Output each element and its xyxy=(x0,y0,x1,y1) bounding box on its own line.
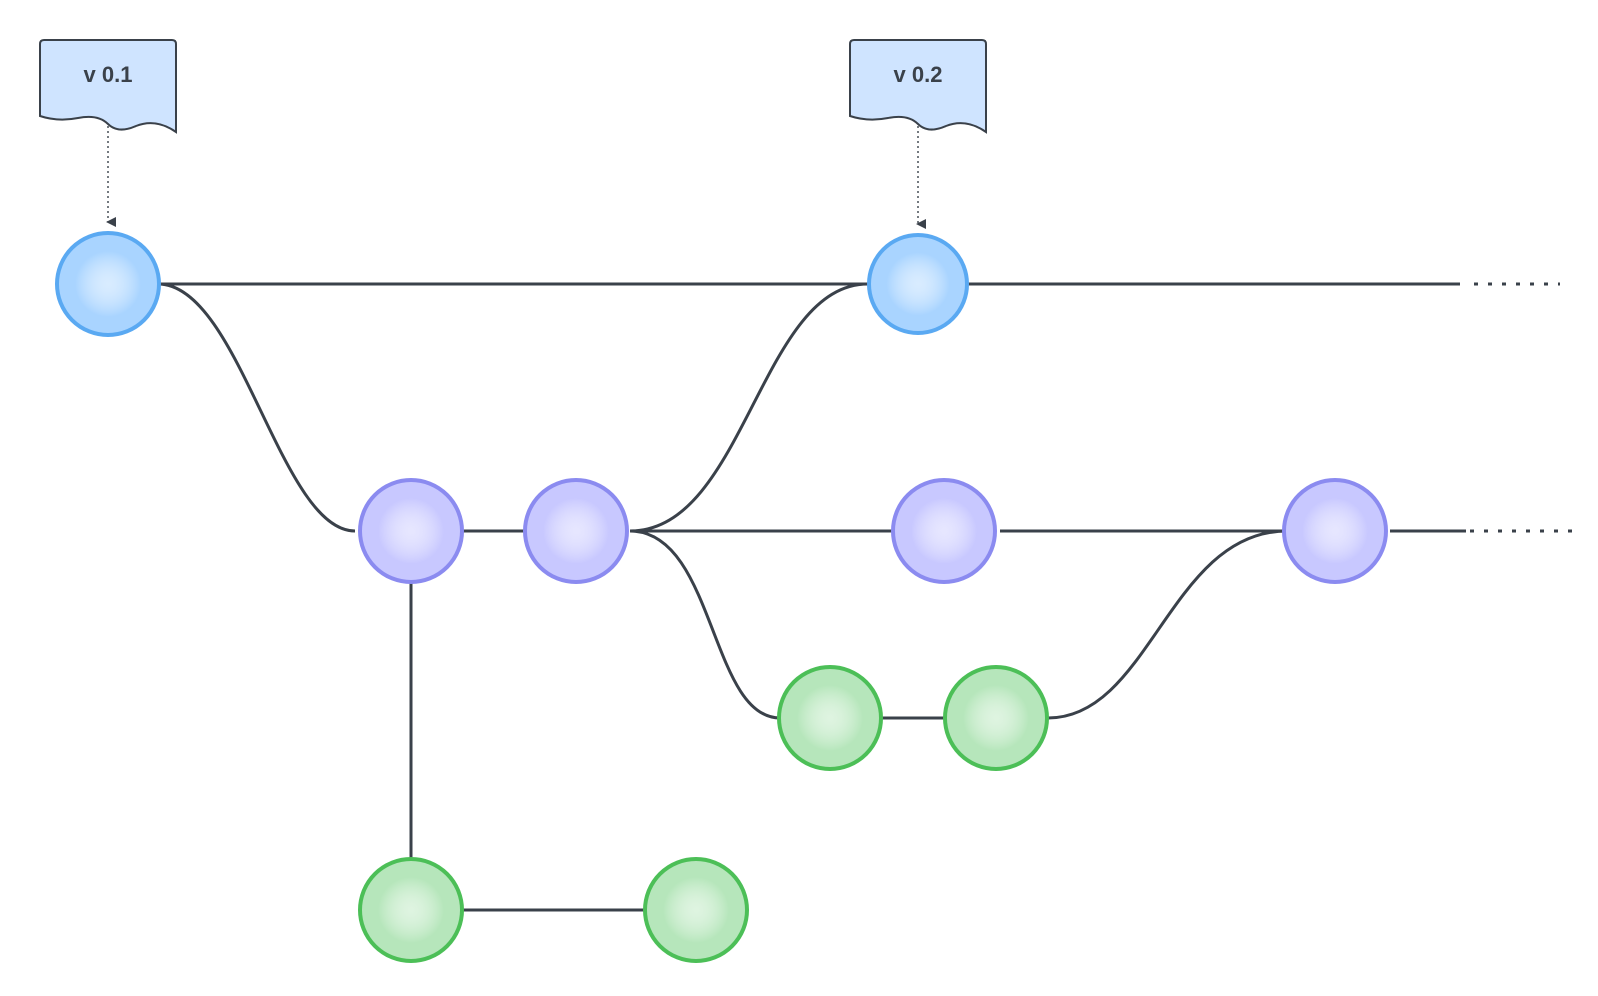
commit-node-m2-highlight xyxy=(873,239,963,329)
commit-node-m1-highlight xyxy=(61,237,155,331)
edge-d2-m2 xyxy=(629,282,869,533)
edge-m1-d1 xyxy=(157,282,356,533)
tag-v01-label: v 0.1 xyxy=(84,62,133,87)
tag-v01: v 0.1 xyxy=(39,39,177,227)
tag-v01-shape xyxy=(39,39,177,134)
commits xyxy=(55,231,1388,963)
tag-v02-shape xyxy=(849,39,987,134)
edge-f2-d4 xyxy=(1047,529,1288,720)
commit-node-d1-highlight xyxy=(364,484,458,578)
commit-node-d4-highlight xyxy=(1288,484,1382,578)
tag-v02: v 0.2 xyxy=(849,39,987,229)
commit-node-f2-highlight xyxy=(949,671,1043,765)
connections xyxy=(157,282,1572,912)
commit-node-f3-highlight xyxy=(364,863,458,957)
tag-v02-label: v 0.2 xyxy=(894,62,943,87)
commit-node-f4-highlight xyxy=(649,863,743,957)
edge-d2-f1 xyxy=(629,529,781,720)
commit-node-d2-highlight xyxy=(529,484,623,578)
commit-node-d3-highlight xyxy=(897,484,991,578)
commit-node-f1-highlight xyxy=(783,671,877,765)
